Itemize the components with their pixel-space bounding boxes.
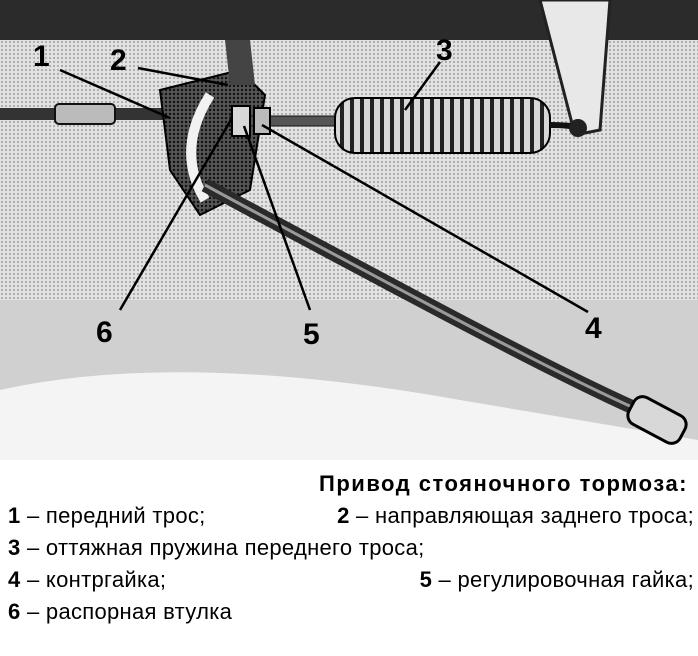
caption-item-2: 2 – направляющая заднего троса; [337, 503, 694, 528]
white-floor-curve [0, 372, 698, 460]
caption-title: Привод стояночного тормоза: [319, 471, 688, 496]
caption-item-6: 6 – распорная втулка [8, 599, 233, 624]
caption-line-1: 1 – передний трос; 2 – направляющая задн… [8, 500, 694, 532]
guide-curved-plate [186, 92, 215, 203]
callout-4: 4 [585, 312, 602, 345]
caption-line-3: 4 – контргайка; 5 – регулировочная гайка… [8, 564, 694, 596]
spring-anchor [569, 119, 587, 137]
callout-6: 6 [96, 316, 113, 349]
caption-line-2: 3 – оттяжная пружина переднего троса; [8, 532, 694, 564]
leader-line-4 [261, 123, 589, 314]
caption-item-4: 4 – контргайка; [8, 567, 167, 592]
body-bracket [538, 0, 612, 137]
caption-line-4: 6 – распорная втулка [8, 596, 694, 628]
caption-item-3: 3 – оттяжная пружина переднего троса; [8, 535, 425, 560]
callout-2: 2 [110, 44, 127, 77]
caption-item-5: 5 – регулировочная гайка; [419, 567, 694, 592]
tension-spring [334, 97, 551, 154]
caption-item-1: 1 – передний трос; [8, 503, 206, 528]
callout-3: 3 [436, 34, 453, 67]
lock-nut [253, 107, 271, 135]
callout-1: 1 [33, 40, 50, 73]
callout-5: 5 [303, 318, 320, 351]
rear-cable-highlight [204, 183, 651, 417]
guide-mount [225, 40, 255, 85]
front-cable-tip [54, 103, 116, 125]
leader-line-5 [242, 125, 312, 311]
leader-line-6 [118, 117, 234, 311]
rear-cable-end [626, 395, 688, 445]
figure-caption: Привод стояночного тормоза: 1 – передний… [8, 468, 694, 628]
leader-line-1 [59, 68, 171, 120]
leader-line-3 [403, 61, 442, 111]
leader-line-2 [137, 66, 229, 87]
parking-brake-drive-photo [0, 0, 698, 460]
